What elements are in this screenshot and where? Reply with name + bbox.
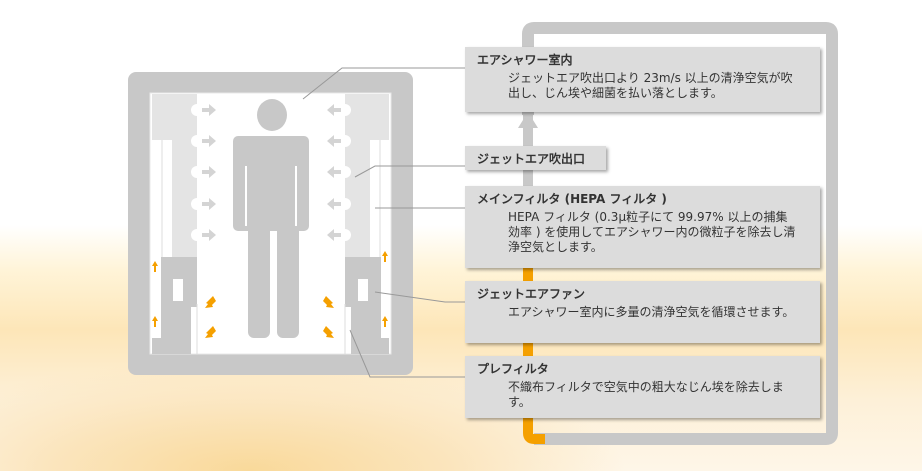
callout-title: メインフィルタ (HEPA フィルタ ) [477,192,667,206]
callout-title: ジェットエアファン [477,287,586,301]
callout-jet-fan: ジェットエアファン エアシャワー室内に多量の清浄空気を循環させます。 [465,281,820,343]
callout-title: ジェットエア吹出口 [477,152,586,166]
callout-air-shower-interior: エアシャワー室内 ジェットエア吹出口より 23m/s 以上の清浄空気が吹出し、じ… [465,47,820,112]
callout-description: ジェットエア吹出口より 23m/s 以上の清浄空気が吹出し、じん埃や細菌を払い落… [508,71,793,100]
callout-jet-nozzle: ジェットエア吹出口 [465,146,606,170]
jet-nozzles [191,104,351,241]
callout-description: HEPA フィルタ (0.3μ粒子にて 99.97% 以上の捕集効率 ) を使用… [508,210,796,254]
left-fan-unit [152,257,197,354]
callout-hepa-filter: メインフィルタ (HEPA フィルタ ) HEPA フィルタ (0.3μ粒子にて… [465,186,820,268]
callout-description: エアシャワー室内に多量の清浄空気を循環させます。 [508,305,795,319]
jet-arrow-icons [202,104,341,241]
airflow-arrow-icons [152,251,388,338]
loop-arrow-up-icon [518,112,538,128]
callout-title: エアシャワー室内 [477,53,573,67]
callout-pre-filter: プレフィルタ 不織布フィルタで空気中の粗大なじん埃を除去します。 [465,356,820,418]
callout-title: プレフィルタ [477,362,549,376]
circulation-loop-orange [523,255,545,444]
callout-description: 不織布フィルタで空気中の粗大なじん埃を除去します。 [508,380,784,409]
circulation-loop-gray [522,22,838,445]
